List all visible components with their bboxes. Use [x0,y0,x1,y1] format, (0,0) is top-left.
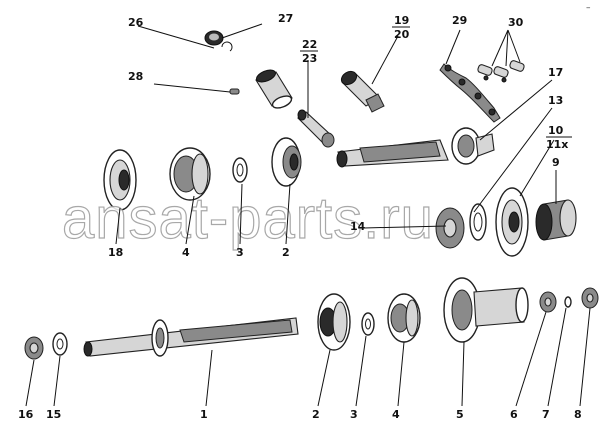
part-2-gear-lower [317,293,351,351]
watermark: ansat-parts.ru [62,186,434,251]
label-8: 8 [574,408,582,421]
label-19: 19 [394,14,409,27]
part-3-washer-lower [361,312,375,336]
label-9: 9 [552,156,560,169]
part-3-washer-upper [232,157,248,183]
label-15: 15 [46,408,61,421]
label-22: 22 [302,38,317,51]
label-30: 30 [508,16,524,29]
label-18: 18 [108,246,123,259]
part-22-23-shaft [297,109,335,148]
part-26-circlip [221,41,233,52]
part-6-nut [539,291,557,313]
corner-mark: – [586,3,591,13]
label-20: 20 [394,28,410,41]
part-17-shaft [336,127,495,168]
label-3-upper: 3 [236,246,244,259]
part-4-gear-upper [169,147,211,201]
part-7-washer [564,296,572,308]
label-2-lower: 2 [312,408,320,421]
part-1-shaft [83,317,299,357]
part-30-links [477,60,525,83]
part-28-pin [229,88,240,95]
part-14-plate [435,207,465,249]
label-27: 27 [278,12,293,25]
part-bushing [255,69,293,109]
label-5: 5 [456,408,464,421]
label-16: 16 [18,408,34,421]
part-27-roller [204,30,224,46]
part-9-bearing [535,199,577,241]
label-3-lower: 3 [350,408,358,421]
part-19-20-shaft [340,70,385,113]
label-29: 29 [452,14,467,27]
label-4-lower: 4 [392,408,400,421]
label-7: 7 [542,408,550,421]
label-4-upper: 4 [182,246,190,259]
label-28: 28 [128,70,143,83]
label-10: 10 [548,124,564,137]
part-5-gear [443,277,529,343]
part-13-ring [469,203,487,241]
label-6: 6 [510,408,518,421]
part-29-chain [439,63,501,123]
label-17: 17 [548,66,563,79]
label-1: 1 [200,408,208,421]
label-13: 13 [548,94,563,107]
part-2-gear-upper [271,137,302,187]
part-10-sprocket [495,187,529,257]
part-15-washer [52,332,68,356]
part-labels: 26 27 19 20 29 30 22 23 28 17 13 10 11x … [18,12,582,421]
part-8-nut [581,287,599,309]
part-16-nut [24,336,44,360]
leader-lines [25,23,591,407]
part-18-gear [103,149,137,211]
label-11: 11x [546,138,568,151]
label-2-upper: 2 [282,246,290,259]
label-26: 26 [128,16,144,29]
label-23: 23 [302,52,317,65]
label-14: 14 [350,220,366,233]
part-4-gear-lower [387,293,421,343]
